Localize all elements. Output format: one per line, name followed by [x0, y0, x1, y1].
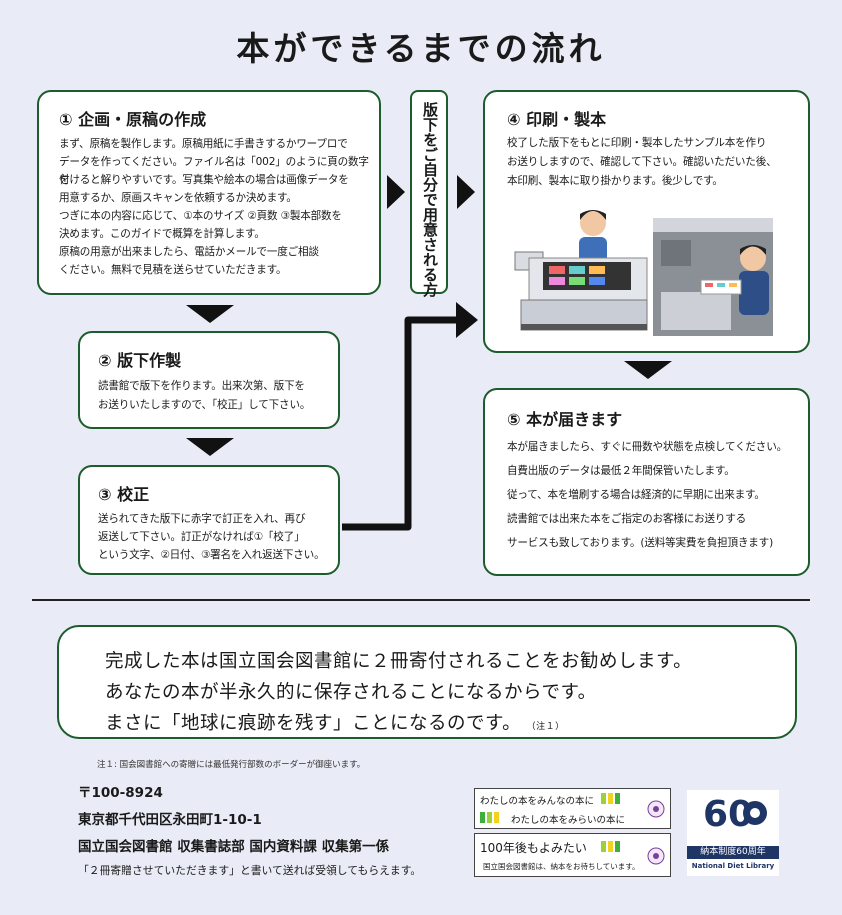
color-bar [608, 841, 613, 852]
step-1-heading: ① 企画・原稿の作成 [59, 110, 207, 129]
step-1-line: 原稿の用意が出来ましたら、電話かメールで一度ご相談 [59, 246, 319, 258]
logo-flower-icon [743, 801, 767, 825]
connector-arrow [342, 302, 478, 531]
step-2-box: ② 版下作製 読書館で版下を作ります。出来次第、版下を お送りいたしますので、「… [78, 331, 340, 429]
logo-caption-jp: 納本制度60周年 [687, 846, 779, 859]
step-1-line: 決めます。このガイドで概算を計算します。 [59, 228, 265, 240]
arrow-right-2 [457, 175, 475, 209]
step-5-line: 従って、本を増刷する場合は経済的に早期に出来ます。 [507, 489, 765, 501]
recommendation-box: 完成した本は国立国会図書館に２冊寄付されることをお勧めします。 あなたの本が半永… [57, 625, 797, 739]
step-5-heading: ⑤ 本が届きます [507, 410, 623, 429]
step-5-line: 読書館では出来た本をご指定のお客様にお送りする [507, 513, 747, 525]
logo-caption-en: National Diet Library [691, 862, 775, 870]
step-3-heading: ③ 校正 [98, 485, 150, 504]
color-bar [615, 793, 620, 804]
step-1-line: 付けると解りやすいです。写真集や絵本の場合は画像データを [59, 174, 349, 186]
ndl-banner-2: 100年後もよみたい 国立国会図書館は、納本をお待ちしています。 [474, 833, 671, 877]
step-1-line: データを作ってください。ファイル名は「002」のように頁の数字を [59, 156, 369, 186]
banner-1-line-1: わたしの本をみんなの本に [480, 796, 595, 807]
step-4-box: ④ 印刷・製本 校了した版下をもとに印刷・製本したサンプル本を作り お送りします… [483, 90, 810, 353]
color-bar [601, 793, 606, 804]
arrow-down-4-5 [624, 361, 672, 379]
step-2-line: お送りいたしますので、「校正」して下さい。 [98, 399, 311, 411]
recommendation-line: 完成した本は国立国会図書館に２冊寄付されることをお勧めします。 [105, 651, 693, 672]
step-5-line: 自費出版のデータは最低２年間保管いたします。 [507, 465, 735, 477]
step-3-box: ③ 校正 送られてきた版下に赤字で訂正を入れ、再び 返送して下さい。訂正がなけれ… [78, 465, 340, 575]
step-3-line: 返送して下さい。訂正がなければ①「校了」 [98, 531, 305, 543]
step-5-line: 本が届きましたら、すぐに冊数や状態を点検してください。 [507, 441, 787, 453]
step-4-heading: ④ 印刷・製本 [507, 110, 607, 129]
footnote-mark: （注１） [531, 722, 565, 732]
street-address: 東京都千代田区永田町1-10-1 [78, 812, 262, 828]
step-4-line: 校了した版下をもとに印刷・製本したサンプル本を作り [507, 137, 767, 149]
recommendation-line: まさに「地球に痕跡を残す」ことになるのです。 [105, 713, 522, 734]
step-3-line: 送られてきた版下に赤字で訂正を入れ、再び [98, 513, 306, 525]
color-bar [601, 841, 606, 852]
banner-1-line-2: わたしの本をみらいの本に [511, 815, 626, 826]
page-title: 本ができるまでの流れ [236, 29, 606, 68]
banner-2-line-2: 国立国会図書館は、納本をお待ちしています。 [483, 862, 640, 871]
ndl-60th-logo: 60 納本制度60周年 National Diet Library [687, 790, 779, 876]
recommendation-line: あなたの本が半永久的に保存されることになるからです。 [105, 682, 597, 703]
step-1-line: ください。無料で見積を送らせていただきます。 [59, 264, 287, 276]
self-prepare-label: 版下をご自分で用意される方 [421, 102, 439, 297]
footnote: 注１: 国会図書館への寄贈には最低発行部数のボーダーが御座います。 [97, 760, 366, 770]
step-1-box: ① 企画・原稿の作成 まず、原稿を製作します。原稿用紙に手書きするかワープロで … [37, 90, 381, 295]
arrow-down-2-3 [186, 438, 234, 456]
ndl-banner-1: わたしの本をみんなの本に わたしの本をみらいの本に [474, 788, 671, 829]
step-4-line: お送りしますので、確認して下さい。確認いただいた後、 [507, 156, 777, 168]
banner-2-line-1: 100年後もよみたい [480, 841, 587, 855]
color-bar [615, 841, 620, 852]
postal-code: 〒100-8924 [78, 785, 163, 801]
arrow-down-1-2 [186, 305, 234, 323]
step-2-heading: ② 版下作製 [98, 351, 182, 370]
color-bar [494, 812, 499, 823]
section-divider [32, 599, 810, 601]
step-5-box: ⑤ 本が届きます 本が届きましたら、すぐに冊数や状態を点検してください。 自費出… [483, 388, 810, 576]
step-3-line: という文字、②日付、③署名を入れ返送下さい。 [98, 549, 325, 561]
arrow-right-1 [387, 175, 405, 209]
step-2-line: 読書館で版下を作ります。出来次第、版下を [98, 380, 305, 392]
step-1-line: まず、原稿を製作します。原稿用紙に手書きするかワープロで [59, 138, 348, 150]
step-1-line: 用意するか、原画スキャンを依頼するか決めます。 [59, 192, 297, 204]
step-5-line: サービスも致しております。(送料等実費を負担頂きます) [507, 537, 774, 549]
organization: 国立国会図書館 収集書誌部 国内資料課 収集第一係 [78, 839, 390, 855]
ndl-emblem-icon [647, 800, 665, 818]
send-instruction: 「２冊寄贈させていただきます」と書いて送れば受領してもらえます。 [78, 864, 422, 877]
step-1-line: つぎに本の内容に応じて、①本のサイズ ②頁数 ③製本部数を [59, 210, 342, 222]
color-bar [480, 812, 485, 823]
self-prepare-label-box: 版下をご自分で用意される方 [410, 90, 448, 297]
recommendation-line-3: まさに「地球に痕跡を残す」ことになるのです。 （注１） [105, 709, 565, 735]
color-bar [608, 793, 613, 804]
color-bar [487, 812, 492, 823]
step-4-line: 本印刷、製本に取り掛かります。後少しです。 [507, 175, 723, 187]
ndl-emblem-icon [647, 847, 665, 865]
printing-illustration [514, 210, 773, 336]
